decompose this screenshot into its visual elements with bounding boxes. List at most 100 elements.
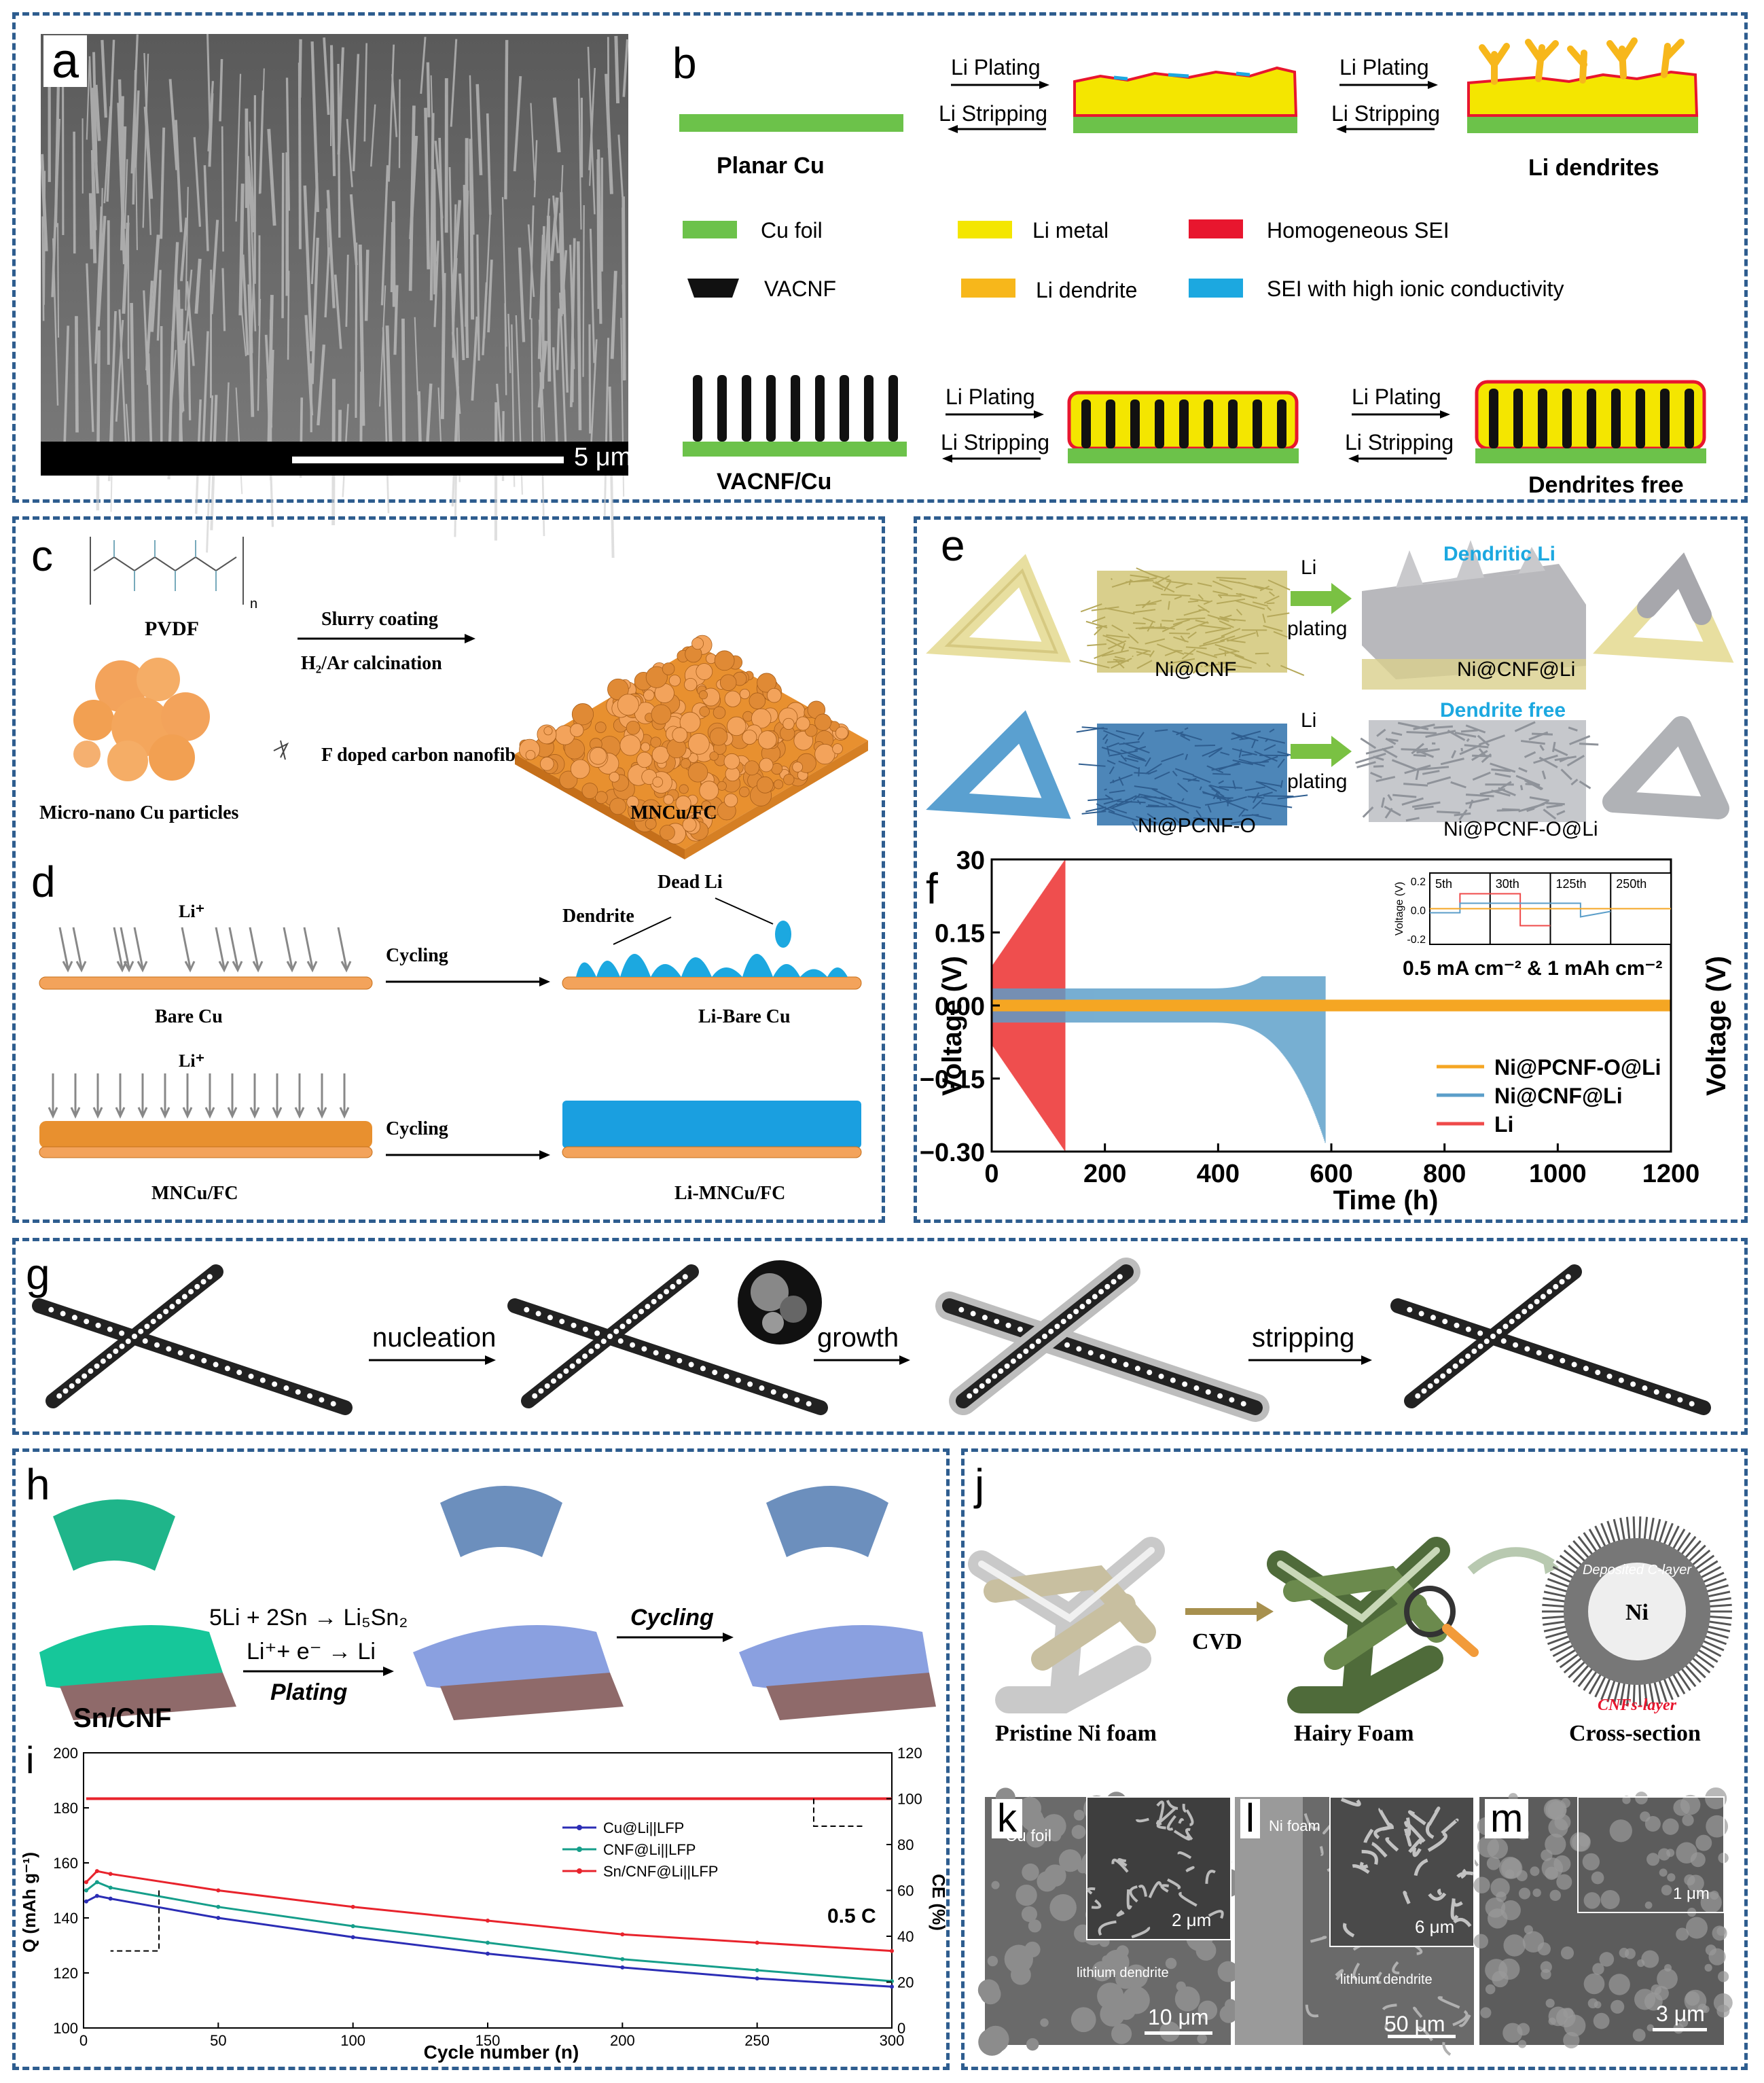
sn-cnf-tube: [53, 1499, 175, 1571]
eq1: 5Li + 2Sn → Li₅Sn₂: [209, 1605, 408, 1631]
i-data-point: [620, 1932, 625, 1937]
i-data-point: [108, 1872, 113, 1876]
i-data-point: [216, 1888, 221, 1893]
f-ylabel: Voltage (V): [937, 956, 967, 1096]
f-inset-segment-label: 250th: [1616, 877, 1646, 891]
f-xlabel: Time (h): [1333, 1186, 1439, 1215]
i-xlabel: Cycle number (n): [424, 2042, 579, 2063]
pristine-ni-foam: [968, 1537, 1165, 1713]
i-data-point: [216, 1904, 221, 1909]
plating-label-1: Li Plating: [951, 55, 1041, 79]
i-ylabel: Q (mAh g⁻¹): [19, 1852, 39, 1953]
k-dendrite-label: lithium dendrite: [1077, 1965, 1169, 1980]
panel-label-c: c: [31, 531, 53, 580]
i-legend-label: CNF@Li||LFP: [603, 1841, 696, 1858]
legend-li-dendrite-swatch: [961, 279, 1015, 298]
l-inset-scale: 6 μm: [1415, 1917, 1454, 1937]
hairy-label: Hairy Foam: [1294, 1721, 1414, 1746]
schematic-b: b Planar Cu Li Plating Li Stripping Li P…: [672, 37, 1706, 498]
f-xtick-label: 400: [1197, 1160, 1240, 1188]
f-inset-ytick: 0.2: [1411, 876, 1426, 888]
i-annotation: 0.5 C: [827, 1905, 876, 1927]
ni-pcnf-o-li-fiber: [1602, 716, 1729, 819]
micro-nano-cu-particles: [73, 658, 210, 781]
i-data-point: [108, 1885, 113, 1890]
i-data-point: [890, 1984, 894, 1989]
panel-label-g: g: [26, 1249, 50, 1298]
f-ylabel-right: Voltage (V): [1702, 956, 1731, 1096]
f-legend-label: Ni@PCNF-O@Li: [1494, 1055, 1661, 1080]
ni-cnf-li-label: Ni@CNF@Li: [1457, 658, 1575, 681]
l-main-scale: 50 μm: [1384, 2012, 1445, 2036]
svg-text:Li⁺: Li⁺: [179, 902, 204, 921]
pristine-label: Pristine Ni foam: [995, 1721, 1157, 1746]
panel-label-j: j: [973, 1460, 984, 1509]
i-xtick-label: 50: [210, 2032, 226, 2049]
stripping-label-4: Li Stripping: [1345, 430, 1454, 455]
sem-image-l: 6 μm Ni foam lithium dendrite 50 μm: [1235, 1796, 1479, 2056]
i-ytick-label: 140: [53, 1910, 78, 1927]
i-data-point: [486, 1919, 490, 1923]
i-data-point: [84, 1880, 88, 1885]
ni-cnf-label: Ni@CNF: [1155, 658, 1236, 681]
schematic-e: e Ni@CNF Li plating Dendritic Li Ni@CNF@…: [926, 521, 1734, 840]
f-condition: 0.5 mA cm⁻² & 1 mAh cm⁻²: [1403, 957, 1662, 980]
slurry-label: Slurry coating: [321, 609, 438, 630]
plating-label-3: Li Plating: [946, 385, 1035, 409]
f-xtick-label: 1000: [1529, 1160, 1587, 1188]
ni-core: [1588, 1563, 1686, 1660]
f-inset-segment-label: 125th: [1556, 877, 1587, 891]
f-ytick-label: 0.00: [935, 993, 985, 1021]
i-data-point: [84, 1899, 88, 1904]
i-data-point: [755, 1968, 759, 1972]
sem-image-k: 2 μm Cu foil lithium dendrite 10 μm: [977, 1787, 1242, 2056]
i-data-point: [486, 1951, 490, 1956]
svg-text:Li: Li: [1301, 556, 1316, 579]
legend-vacnf: VACNF: [764, 277, 836, 301]
schematic-g: g nucleation growth stripping: [26, 1249, 1711, 1422]
cross-section-label: Cross-section: [1569, 1721, 1701, 1746]
ni-cnf-mat: [1097, 571, 1287, 673]
f-inset-segment-label: 5th: [1435, 877, 1452, 891]
i-xtick-label: 100: [340, 2032, 365, 2049]
plated-tube-2: [766, 1486, 888, 1557]
panel-label-b: b: [672, 39, 697, 88]
plating-label-e1: plating: [1287, 618, 1347, 640]
i-xtick-label: 250: [744, 2032, 770, 2049]
panel-label-k: k: [992, 1799, 1022, 1838]
f-xtick-label: 600: [1310, 1160, 1352, 1188]
i-ytick-label: 120: [53, 1965, 78, 1982]
i-data-point: [350, 1924, 355, 1929]
pvdf-structure: [90, 537, 244, 605]
panel-ef: [914, 516, 1748, 1223]
stripping-label-1: Li Stripping: [939, 101, 1047, 126]
plated-mat-1: [413, 1625, 610, 1691]
bare-cu-label: Bare Cu: [155, 1006, 223, 1027]
i-data-point: [350, 1904, 355, 1909]
i-ytick-label: 160: [53, 1855, 78, 1872]
i-ytick-right-label: 100: [897, 1791, 922, 1808]
f-xtick-label: 800: [1423, 1160, 1466, 1188]
ni-pcnf-o-li-mat: [1369, 720, 1586, 822]
bare-cu-foil: [39, 976, 373, 990]
dendritic-li-label: Dendritic Li: [1443, 543, 1555, 565]
schematic-c-d: c n PVDF Micro-nano Cu particles Slurry …: [31, 531, 868, 1204]
legend-homogeneous-sei: Homogeneous SEI: [1267, 218, 1450, 243]
li-dendrite-shapes: [1479, 37, 1685, 85]
f-inset-ytick: -0.2: [1407, 934, 1426, 946]
i-data-point: [84, 1888, 88, 1893]
sn-cnf-label: Sn/CNF: [73, 1703, 171, 1733]
svg-text:Ni: Ni: [1625, 1600, 1649, 1625]
legend-cu-foil-swatch: [683, 221, 737, 238]
i-xtick-label: 150: [475, 2032, 501, 2049]
legend-li-metal-swatch: [958, 221, 1012, 238]
i-series-line: [86, 1881, 893, 1982]
i-ytick-label: 180: [53, 1800, 78, 1817]
sem-image-a: 5 μm: [40, 33, 632, 558]
dead-li-label: Dead Li: [658, 872, 723, 893]
schematic-j: j Pristine Ni foam CVD Hairy Foam Ni Dep…: [968, 1460, 1732, 1746]
growth-label: growth: [817, 1323, 899, 1353]
svg-text:Li⁺: Li⁺: [179, 1051, 204, 1071]
panel-label-d: d: [31, 857, 56, 906]
